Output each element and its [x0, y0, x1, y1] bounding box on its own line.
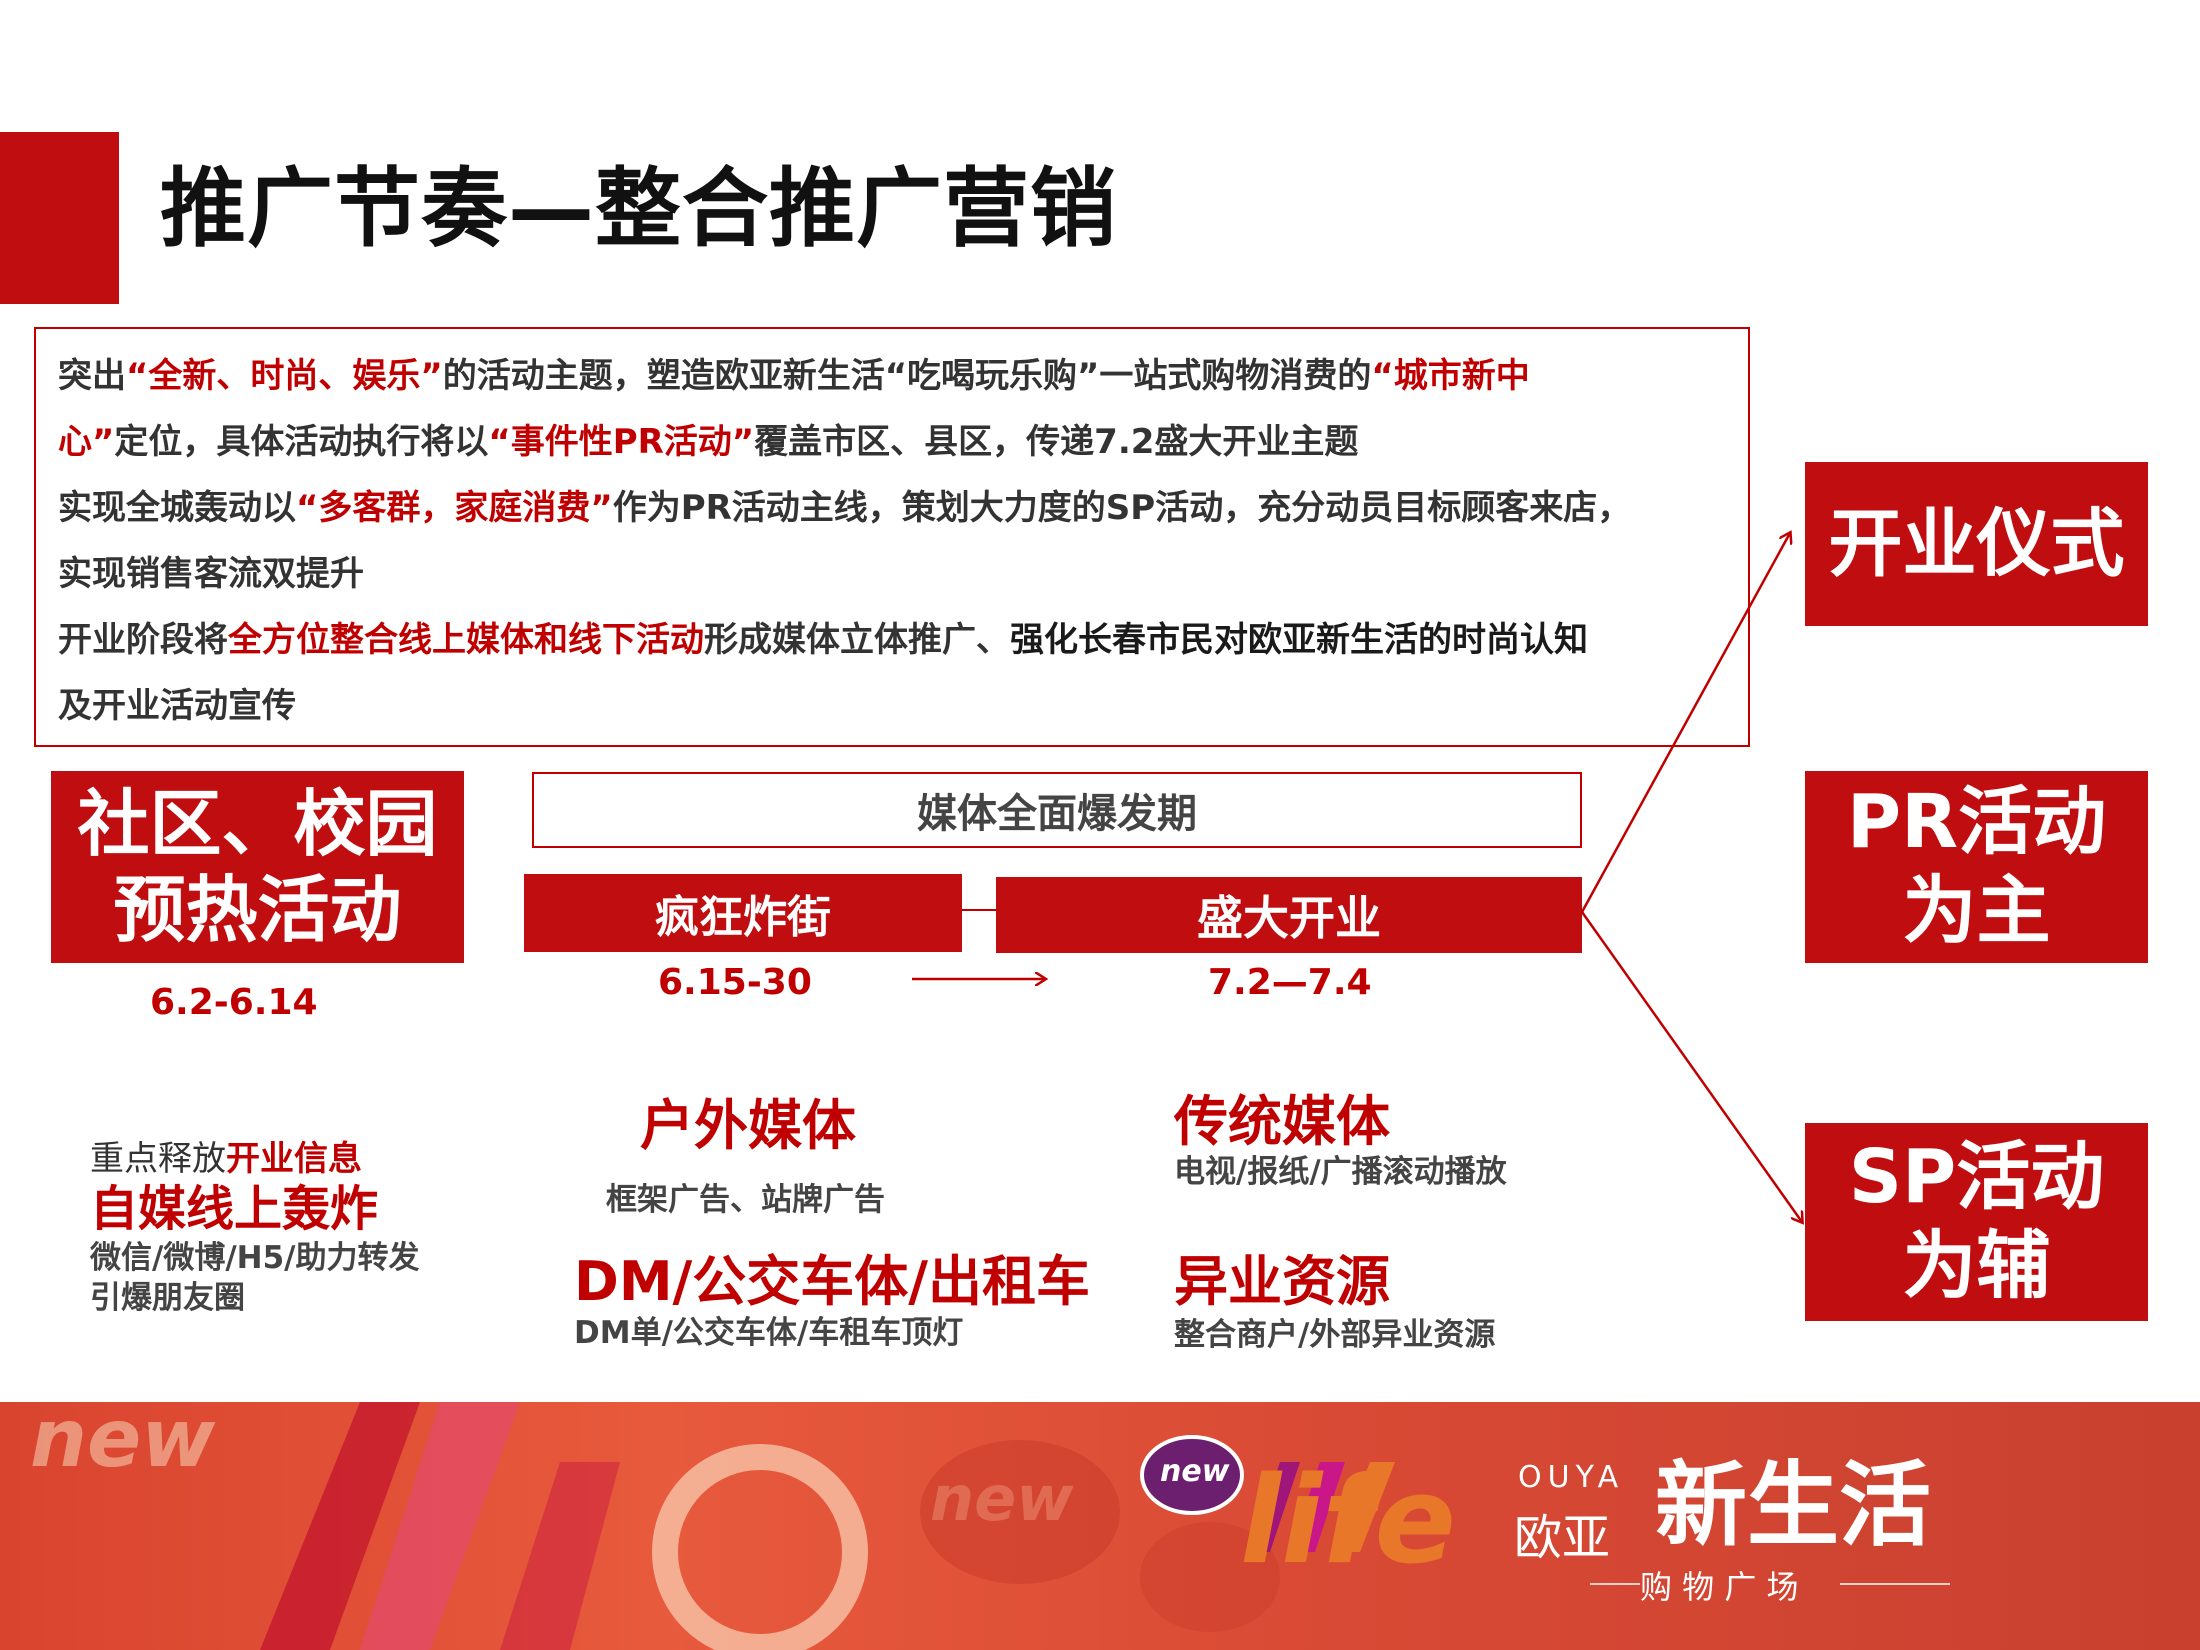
- brand-name: 新生活: [1655, 1452, 1932, 1559]
- grand-opening-date: 7.2—7.4: [1208, 962, 1372, 1003]
- arrow-to-sp: [1580, 911, 1802, 1222]
- pr-activity-box: PR活动为主: [1805, 771, 2148, 963]
- crazy-street-date: 6.15-30: [658, 962, 812, 1003]
- banner-decoration: [260, 1402, 1950, 1650]
- traditional-media-sub: 电视/报纸/广播滚动播放: [1174, 1154, 1507, 1190]
- sp-activity-box: SP活动为辅: [1805, 1123, 2148, 1321]
- intro-line-1: 突出“全新、时尚、娱乐”的活动主题，塑造欧亚新生活“吃喝玩乐购”一站式购物消费的…: [58, 356, 1530, 396]
- self-media-title: 自媒线上轰炸: [90, 1181, 379, 1237]
- alt-resource-title: 异业资源: [1174, 1250, 1390, 1313]
- traditional-media-title: 传统媒体: [1174, 1090, 1390, 1153]
- brand-en: OUYA: [1518, 1460, 1625, 1495]
- intro-line-4: 实现销售客流双提升: [58, 554, 364, 594]
- brand-sub: 购 物 广 场: [1640, 1568, 1799, 1606]
- intro-line-3: 实现全城轰动以“多客群，家庭消费”作为PR活动主线，策划大力度的SP活动，充分动…: [58, 488, 1632, 528]
- life-logo-word: life: [1240, 1452, 1456, 1591]
- arrow-to-opening: [1580, 533, 1790, 913]
- dm-bus-taxi-sub: DM单/公交车体/车租车顶灯: [574, 1315, 964, 1351]
- outdoor-media-title: 户外媒体: [640, 1094, 856, 1157]
- brand-banner: new new new life OUYA 欧亚 新生活 购 物 广 场: [0, 1402, 2200, 1650]
- intro-line-5: 开业阶段将全方位整合线上媒体和线下活动形成媒体立体推广、强化长春市民对欧亚新生活…: [58, 620, 1588, 660]
- self-media-sub-2: 引爆朋友圈: [90, 1280, 245, 1316]
- title-accent-bar: [0, 132, 119, 304]
- community-date: 6.2-6.14: [150, 982, 318, 1023]
- page-title: 推广节奏—整合推广营销: [160, 159, 1117, 259]
- intro-line-6: 及开业活动宣传: [58, 686, 296, 726]
- self-media-intro: 重点释放开业信息: [90, 1139, 362, 1179]
- connector-lines: [912, 0, 2200, 1400]
- banner-bg-word-2: new: [930, 1462, 1074, 1535]
- brand-cn: 欧亚: [1514, 1510, 1611, 1566]
- grand-opening-box: 盛大开业: [996, 877, 1582, 953]
- outdoor-media-sub: 框架广告、站牌广告: [606, 1182, 885, 1218]
- banner-bg-word-1: new: [30, 1402, 216, 1485]
- crazy-street-box: 疯狂炸街: [524, 874, 962, 952]
- dm-bus-taxi-title: DM/公交车体/出租车: [574, 1250, 1091, 1313]
- community-preheat-box: 社区、校园预热活动: [51, 771, 464, 963]
- media-period-box: 媒体全面爆发期: [532, 772, 1582, 848]
- intro-line-2: 心”定位，具体活动执行将以“事件性PR活动”覆盖市区、县区，传递7.2盛大开业主…: [58, 422, 1359, 462]
- self-media-sub-1: 微信/微博/H5/助力转发: [90, 1240, 420, 1276]
- alt-resource-sub: 整合商户/外部异业资源: [1174, 1317, 1496, 1353]
- opening-ceremony-box: 开业仪式: [1805, 462, 2148, 626]
- new-badge: new: [1160, 1454, 1230, 1489]
- intro-text-box: 突出“全新、时尚、娱乐”的活动主题，塑造欧亚新生活“吃喝玩乐购”一站式购物消费的…: [34, 327, 1750, 747]
